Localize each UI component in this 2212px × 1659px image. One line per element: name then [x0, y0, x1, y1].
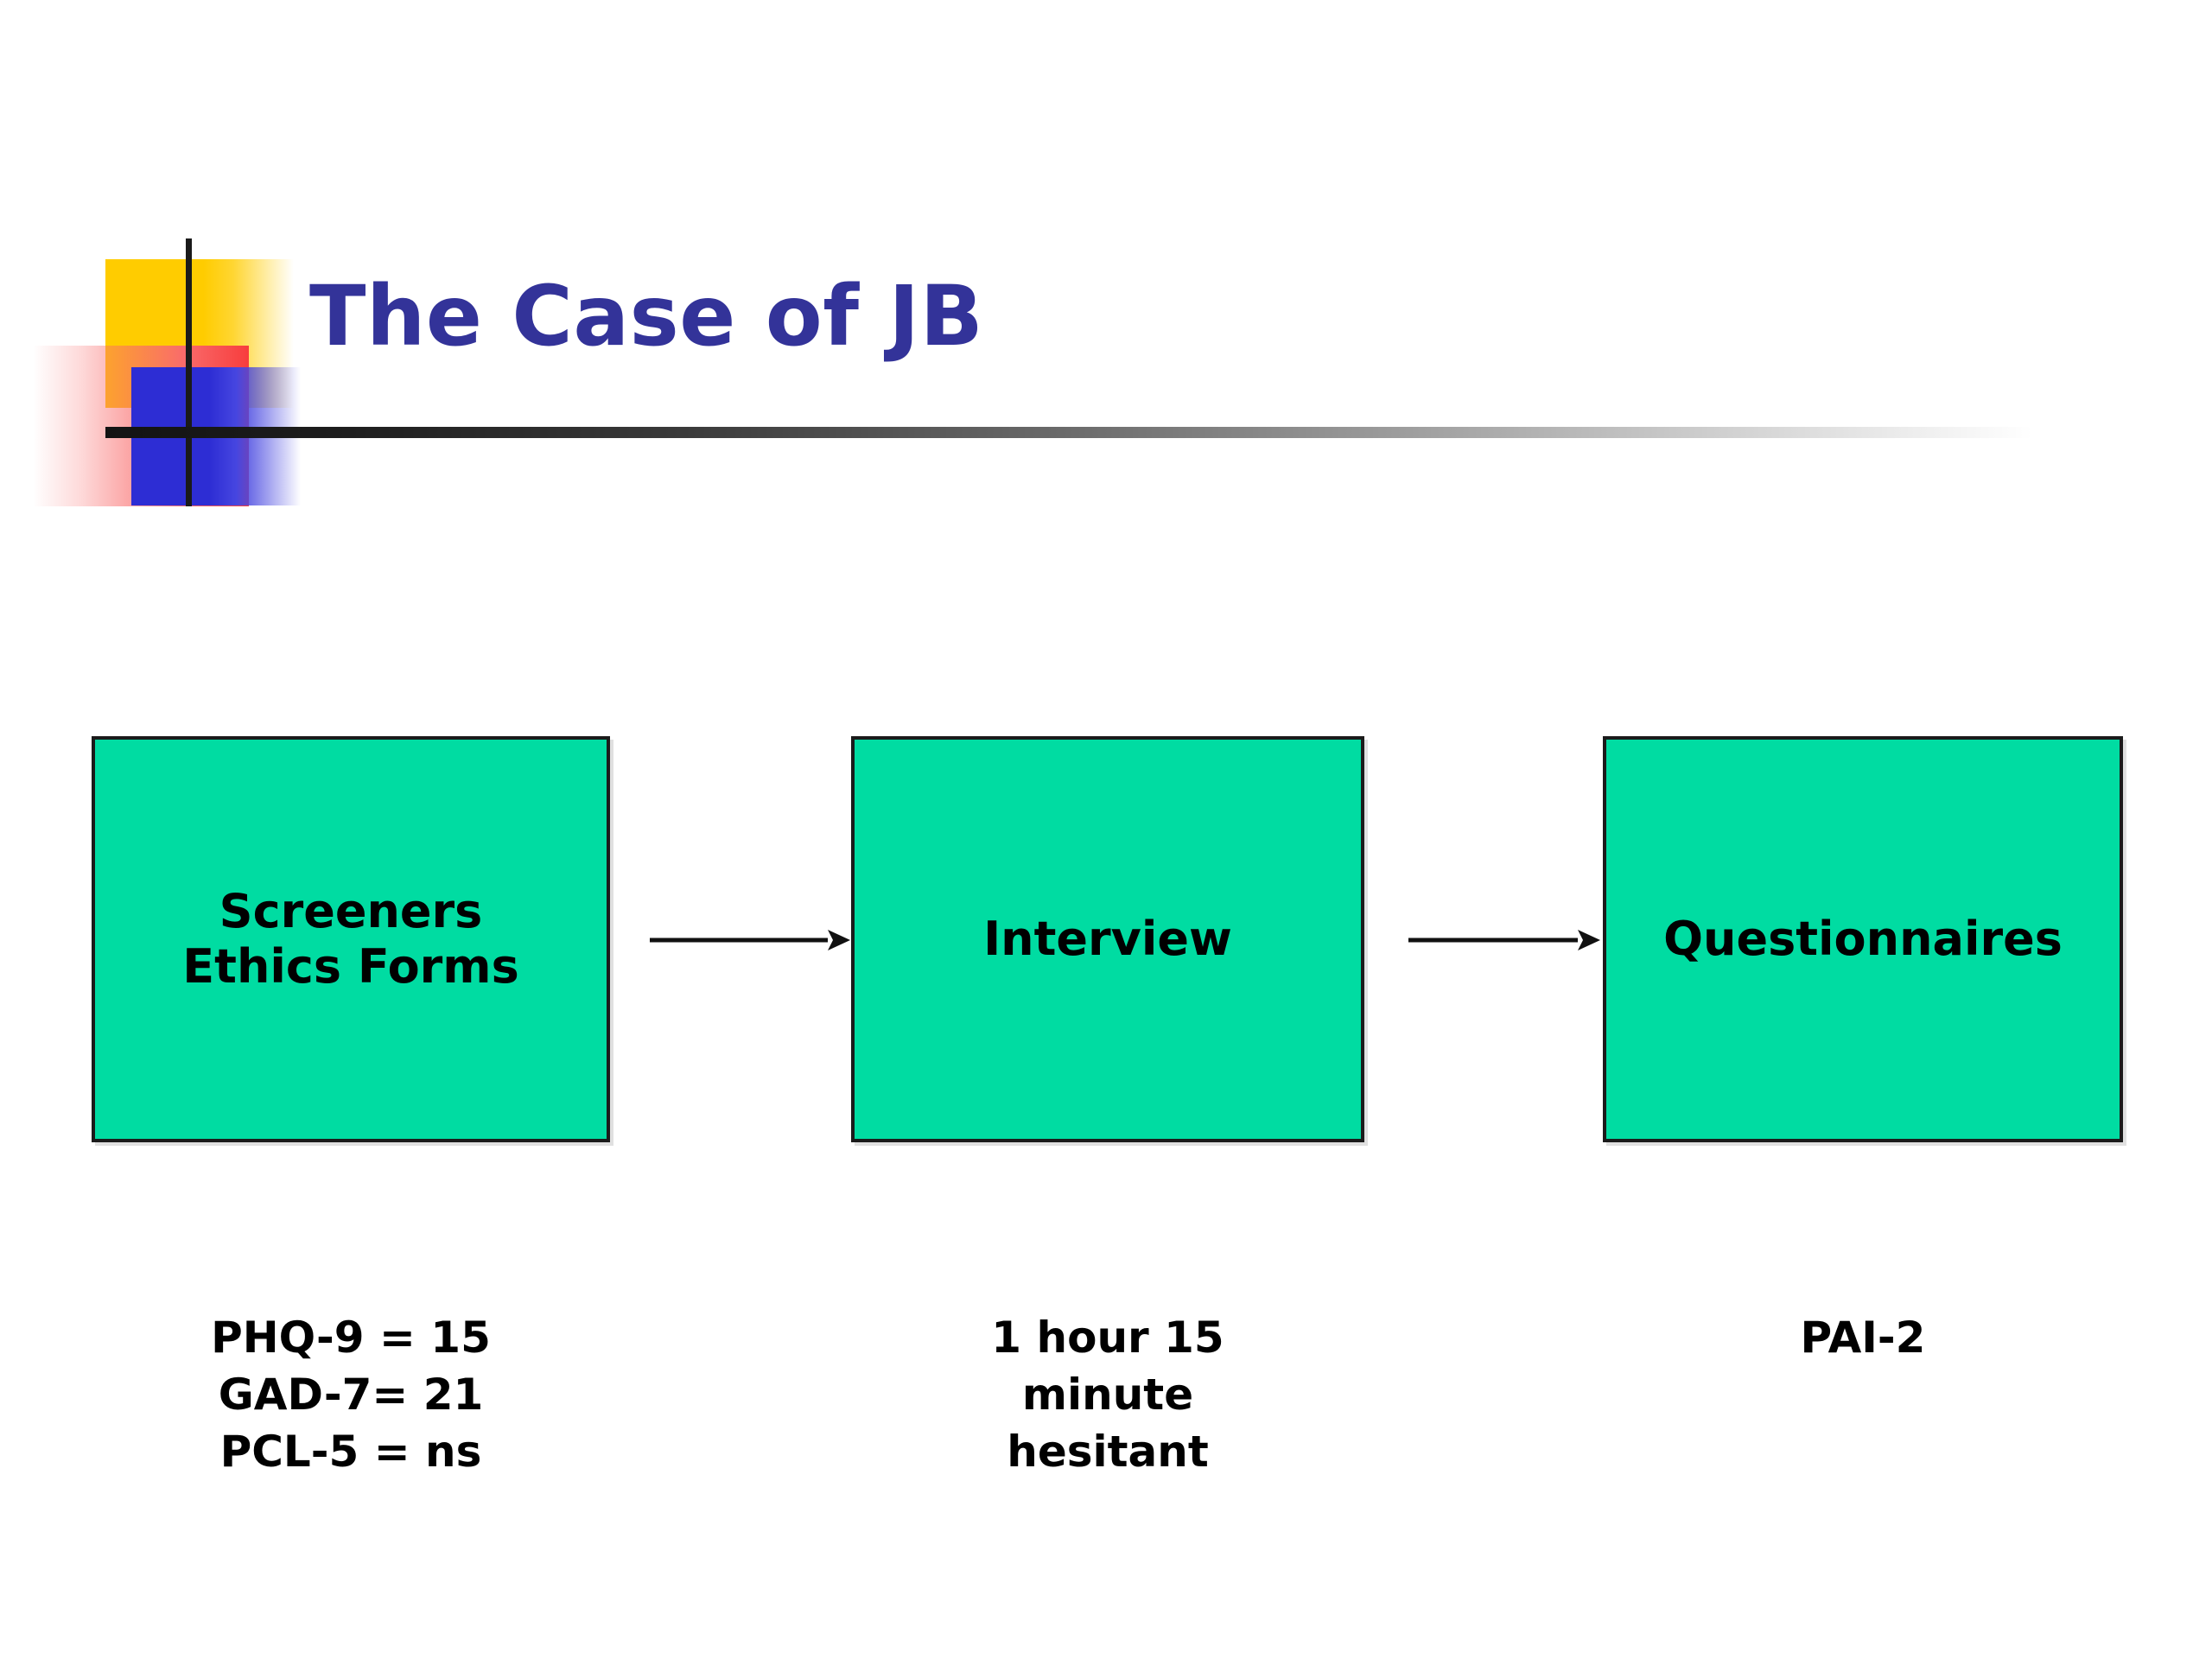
- flow-box-screeners-label: Screeners Ethics Forms: [182, 884, 519, 994]
- flow-box-questionnaires-label: Questionnaires: [1663, 912, 2063, 967]
- flow-caption-interview: 1 hour 15 minute hesitant: [991, 1313, 1224, 1477]
- flow-box-screeners[interactable]: Screeners Ethics Forms: [92, 736, 610, 1142]
- flow-box-interview-label: Interview: [983, 912, 1232, 967]
- flow-caption-questionnaires: PAI-2: [1800, 1313, 1926, 1363]
- arrow-right-icon-interview-to-questionnaires: [1408, 925, 1600, 956]
- page-title: The Case of JB: [309, 268, 984, 365]
- arrow-right-icon-screeners-to-interview: [650, 925, 850, 956]
- flow-caption-screeners: PHQ-9 = 15 GAD-7= 21 PCL-5 = ns: [211, 1313, 491, 1477]
- flow-box-interview[interactable]: Interview: [851, 736, 1364, 1142]
- flow-box-questionnaires[interactable]: Questionnaires: [1603, 736, 2123, 1142]
